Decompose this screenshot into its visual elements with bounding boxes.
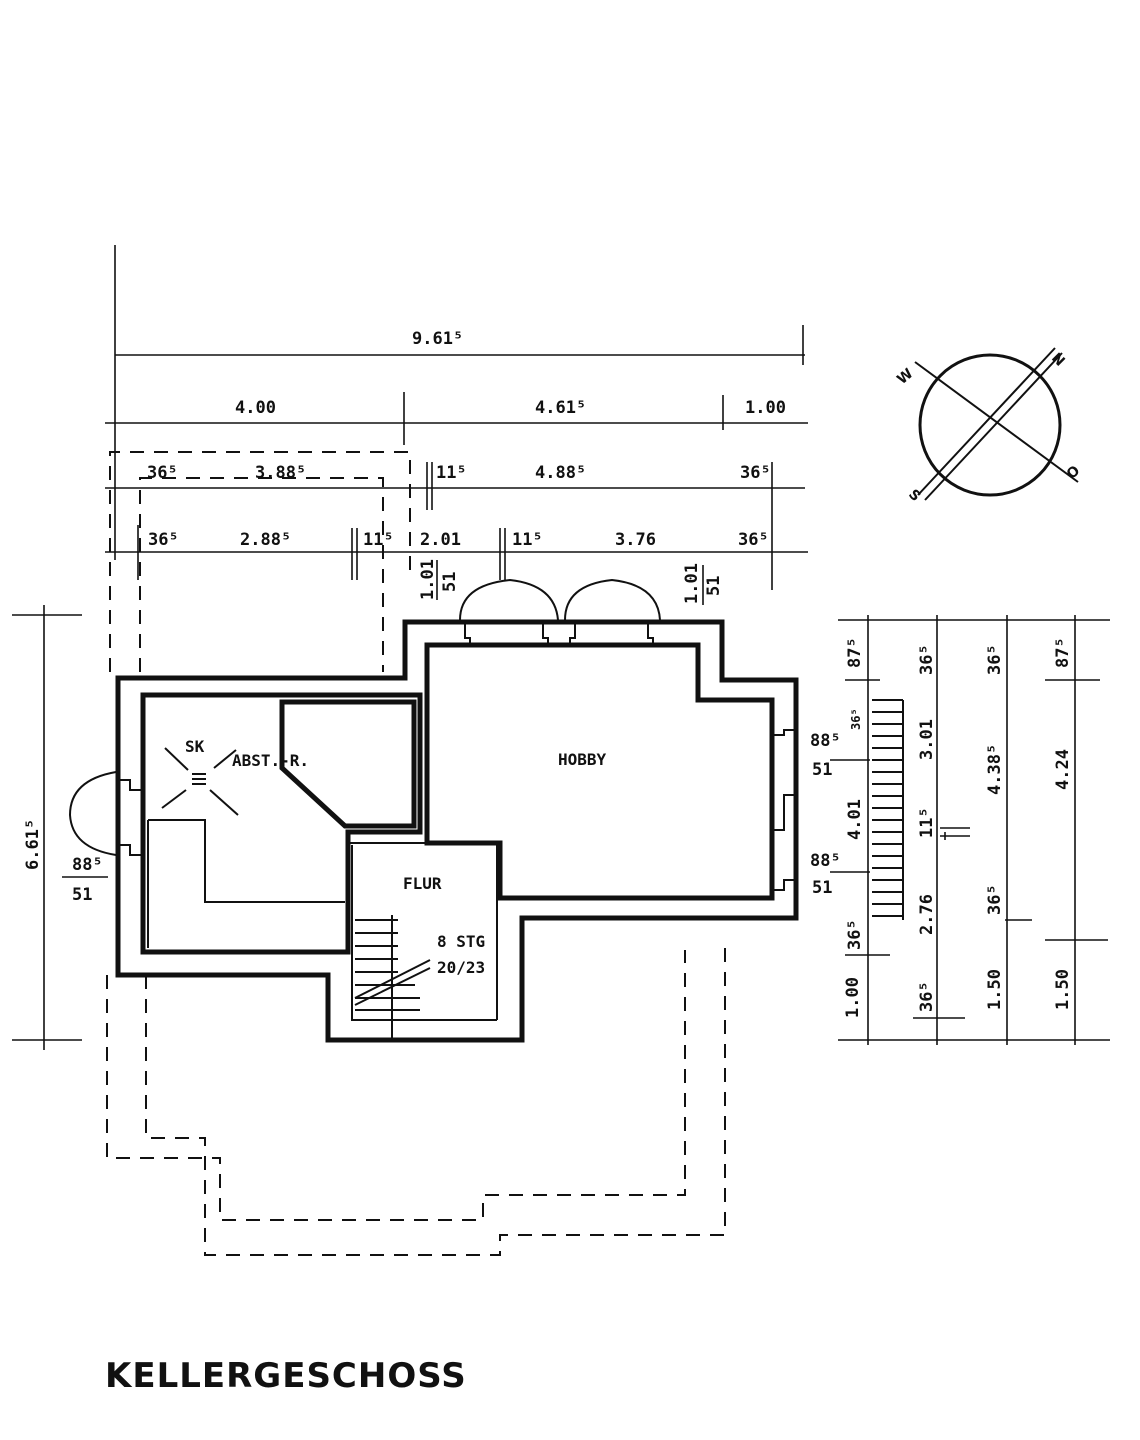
dim-left-window-b: 51 <box>72 885 92 905</box>
dim-right-col3-c: 36⁵ <box>985 884 1005 915</box>
compass-west: W <box>894 366 916 388</box>
dim-top-row2-c: 1.00 <box>745 398 786 418</box>
dim-top-row3-e: 36⁵ <box>740 463 771 483</box>
dim-right-col4-b: 4.24 <box>1053 749 1073 790</box>
compass-icon <box>914 347 1079 501</box>
dim-right-col1-d: 36⁵ <box>845 919 865 950</box>
dashed-outline <box>106 451 726 1256</box>
left-dimension-lines <box>12 605 108 1050</box>
room-label-abst: ABST.-R. <box>232 751 309 770</box>
dim-top-total: 9.61⁵ <box>412 329 463 349</box>
stair-ratio: 20/23 <box>437 958 485 977</box>
dim-top-row3-a: 36⁵ <box>147 463 178 483</box>
dim-right-col4-c: 1.50 <box>1053 969 1073 1010</box>
svg-text:6.61⁵: 6.61⁵ <box>23 819 43 870</box>
dim-right-col3-a: 36⁵ <box>917 644 937 675</box>
dim-right-col2-b: 11⁵ <box>917 807 937 838</box>
dim-right-window2-b: 51 <box>812 878 832 898</box>
dim-right-col2-c: 2.76 <box>917 894 937 935</box>
svg-text:1.01: 1.01 <box>418 559 438 600</box>
dim-window-top-left: 1.01 51 <box>418 559 460 600</box>
dim-top-row3-b: 3.88⁵ <box>255 463 306 483</box>
stairs <box>354 915 431 1038</box>
svg-text:1.01: 1.01 <box>682 563 702 604</box>
dim-right-window1-b: 51 <box>812 760 832 780</box>
dim-left-window-a: 88⁵ <box>72 855 103 875</box>
dim-top-row4-c: 11⁵ <box>363 530 394 550</box>
compass-south: S <box>905 487 923 505</box>
stair-steps: 8 STG <box>437 932 485 951</box>
room-label-hobby: HOBBY <box>558 750 607 769</box>
svg-text:51: 51 <box>440 572 460 592</box>
room-label-sk: SK <box>185 737 205 756</box>
dim-top-row4-e: 11⁵ <box>512 530 543 550</box>
dim-top-row4-g: 36⁵ <box>738 530 769 550</box>
dim-top-row4-f: 3.76 <box>615 530 656 550</box>
dim-right-col4-a: 87⁵ <box>1053 637 1073 668</box>
dim-right-col3-b: 4.38⁵ <box>985 744 1005 795</box>
light-wells <box>68 578 661 856</box>
dim-right-col1-a: 87⁵ <box>845 637 865 668</box>
svg-text:51: 51 <box>704 576 724 596</box>
abst-room-wall <box>279 699 417 829</box>
chimney-symbol <box>161 747 239 816</box>
terrace-steps <box>872 699 904 920</box>
dim-right-col3-d: 1.50 <box>985 969 1005 1010</box>
dim-top-row4-a: 36⁵ <box>148 530 179 550</box>
room-label-flur: FLUR <box>403 874 442 893</box>
dim-right-col4-x: 36⁵ <box>985 644 1005 675</box>
dim-top-row4-d: 2.01 <box>420 530 461 550</box>
dim-right-col2-a: 3.01 <box>917 719 937 760</box>
right-dimension-lines <box>830 615 1110 1045</box>
dim-right-col1-c: 4.01 <box>845 799 865 840</box>
dim-left-total: 6.61⁵ <box>23 819 43 870</box>
dim-window-top-right: 1.01 51 <box>682 563 724 604</box>
walls <box>115 619 799 1043</box>
dim-top-row2-b: 4.61⁵ <box>535 398 586 418</box>
window-notches <box>118 622 796 891</box>
dim-top-row3-c: 11⁵ <box>436 463 467 483</box>
dim-top-row4-b: 2.88⁵ <box>240 530 291 550</box>
dim-right-window2-a: 88⁵ <box>810 851 841 871</box>
dim-top-row3-d: 4.88⁵ <box>535 463 586 483</box>
dim-right-col2-d: 36⁵ <box>917 981 937 1012</box>
counter <box>148 819 345 903</box>
dim-right-col1-e: 1.00 <box>843 977 863 1018</box>
dim-right-col1-b: 36⁵ <box>849 708 863 730</box>
dim-right-window1-a: 88⁵ <box>810 731 841 751</box>
top-dimension-lines <box>105 245 808 590</box>
compass-east: O <box>1064 463 1083 483</box>
dim-top-row2-a: 4.00 <box>235 398 276 418</box>
plan-title: KELLERGESCHOSS <box>105 1356 467 1396</box>
